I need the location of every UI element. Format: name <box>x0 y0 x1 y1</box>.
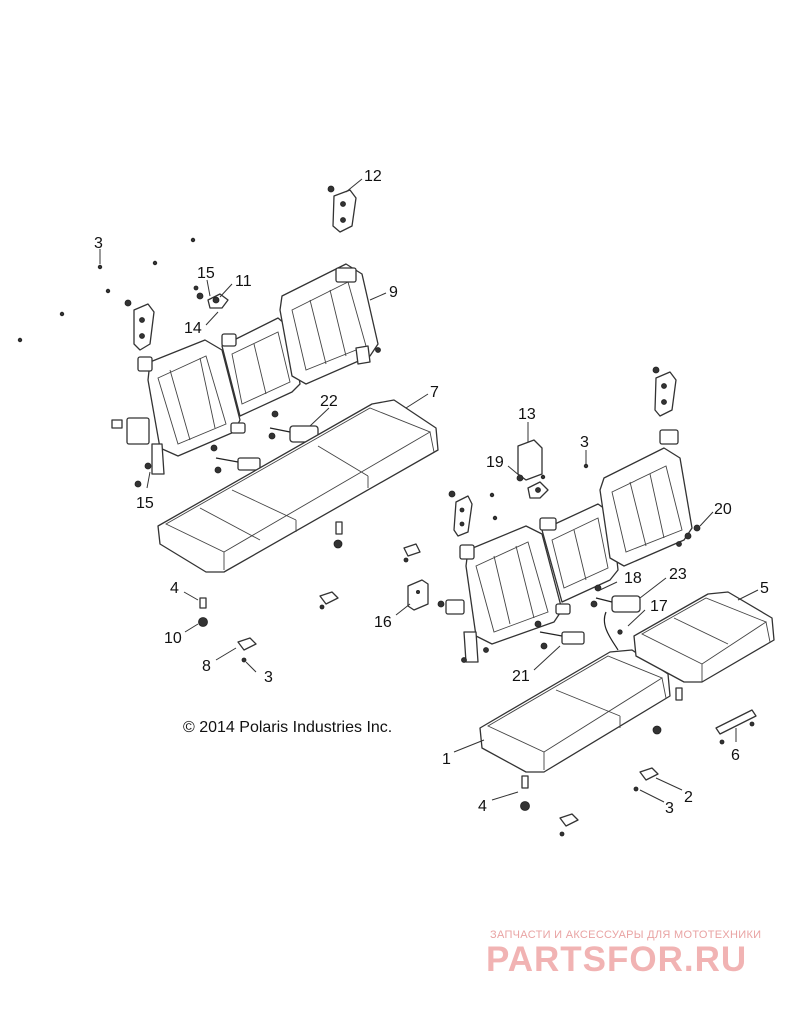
cover-13 <box>516 439 549 499</box>
leader-lines <box>99 178 759 803</box>
callout-20: 20 <box>714 501 732 518</box>
copyright-notice: © 2014 Polaris Industries Inc. <box>183 719 393 736</box>
upper-seat-back-9 <box>111 263 381 475</box>
callout-4: 4 <box>478 798 487 815</box>
callout-19: 19 <box>486 454 504 471</box>
hardware-4-10-8-3 <box>198 543 421 663</box>
bracket-6 <box>715 709 757 745</box>
callout-12: 12 <box>364 168 382 185</box>
seat-cushion-5 <box>633 591 775 683</box>
hardware-15-11-14 <box>193 285 229 309</box>
callout-10: 10 <box>164 630 182 647</box>
callout-11: 11 <box>235 273 252 290</box>
callout-8: 8 <box>202 658 211 675</box>
hardware-20 <box>676 524 701 547</box>
callout-22: 22 <box>320 393 338 410</box>
callout-23: 23 <box>669 566 687 583</box>
callout-21: 21 <box>512 668 530 685</box>
watermark-subtitle: ЗАПЧАСТИ И АКСЕССУАРЫ ДЛЯ МОТОТЕХНИКИ <box>490 929 762 941</box>
callout-15: 15 <box>197 265 215 282</box>
lower-seat-assembly <box>445 366 775 837</box>
callout-6: 6 <box>731 747 740 764</box>
callout-17: 17 <box>650 598 668 615</box>
seat-back-bracket <box>327 185 357 233</box>
callout-5: 5 <box>760 580 769 597</box>
seat-belt-buckle-23 <box>534 584 641 651</box>
bracket-16 <box>407 579 445 611</box>
callout-16: 16 <box>374 614 392 631</box>
callout-labels: 12 3 15 11 9 14 7 22 15 13 3 19 20 5 23 … <box>94 168 769 817</box>
seat-back-bracket <box>448 490 473 537</box>
callout-1: 1 <box>442 751 451 768</box>
lower-seat-cushion-1 <box>479 649 671 773</box>
callout-4: 4 <box>170 580 179 597</box>
callout-2: 2 <box>684 789 693 806</box>
upper-seat-cushion-7 <box>157 399 439 573</box>
callout-3: 3 <box>665 800 674 817</box>
watermark-logo: PARTSFOR.RU <box>486 940 748 979</box>
callout-3: 3 <box>94 235 103 252</box>
seat-back-bracket <box>124 299 155 351</box>
callout-15: 15 <box>136 495 154 512</box>
callout-9: 9 <box>389 284 398 301</box>
lower-seat-back <box>445 429 693 663</box>
seat-belt-buckle-22 <box>210 410 319 474</box>
callout-3: 3 <box>580 434 589 451</box>
callout-3: 3 <box>264 669 273 686</box>
seat-back-bracket <box>652 366 677 417</box>
callout-14: 14 <box>184 320 202 337</box>
callout-7: 7 <box>430 384 439 401</box>
upper-seat-assembly <box>17 185 439 573</box>
screw-3 <box>489 463 589 521</box>
callout-13: 13 <box>518 406 536 423</box>
callout-18: 18 <box>624 570 642 587</box>
hardware-4-2-3 <box>520 767 659 837</box>
screw-3 <box>17 237 196 343</box>
